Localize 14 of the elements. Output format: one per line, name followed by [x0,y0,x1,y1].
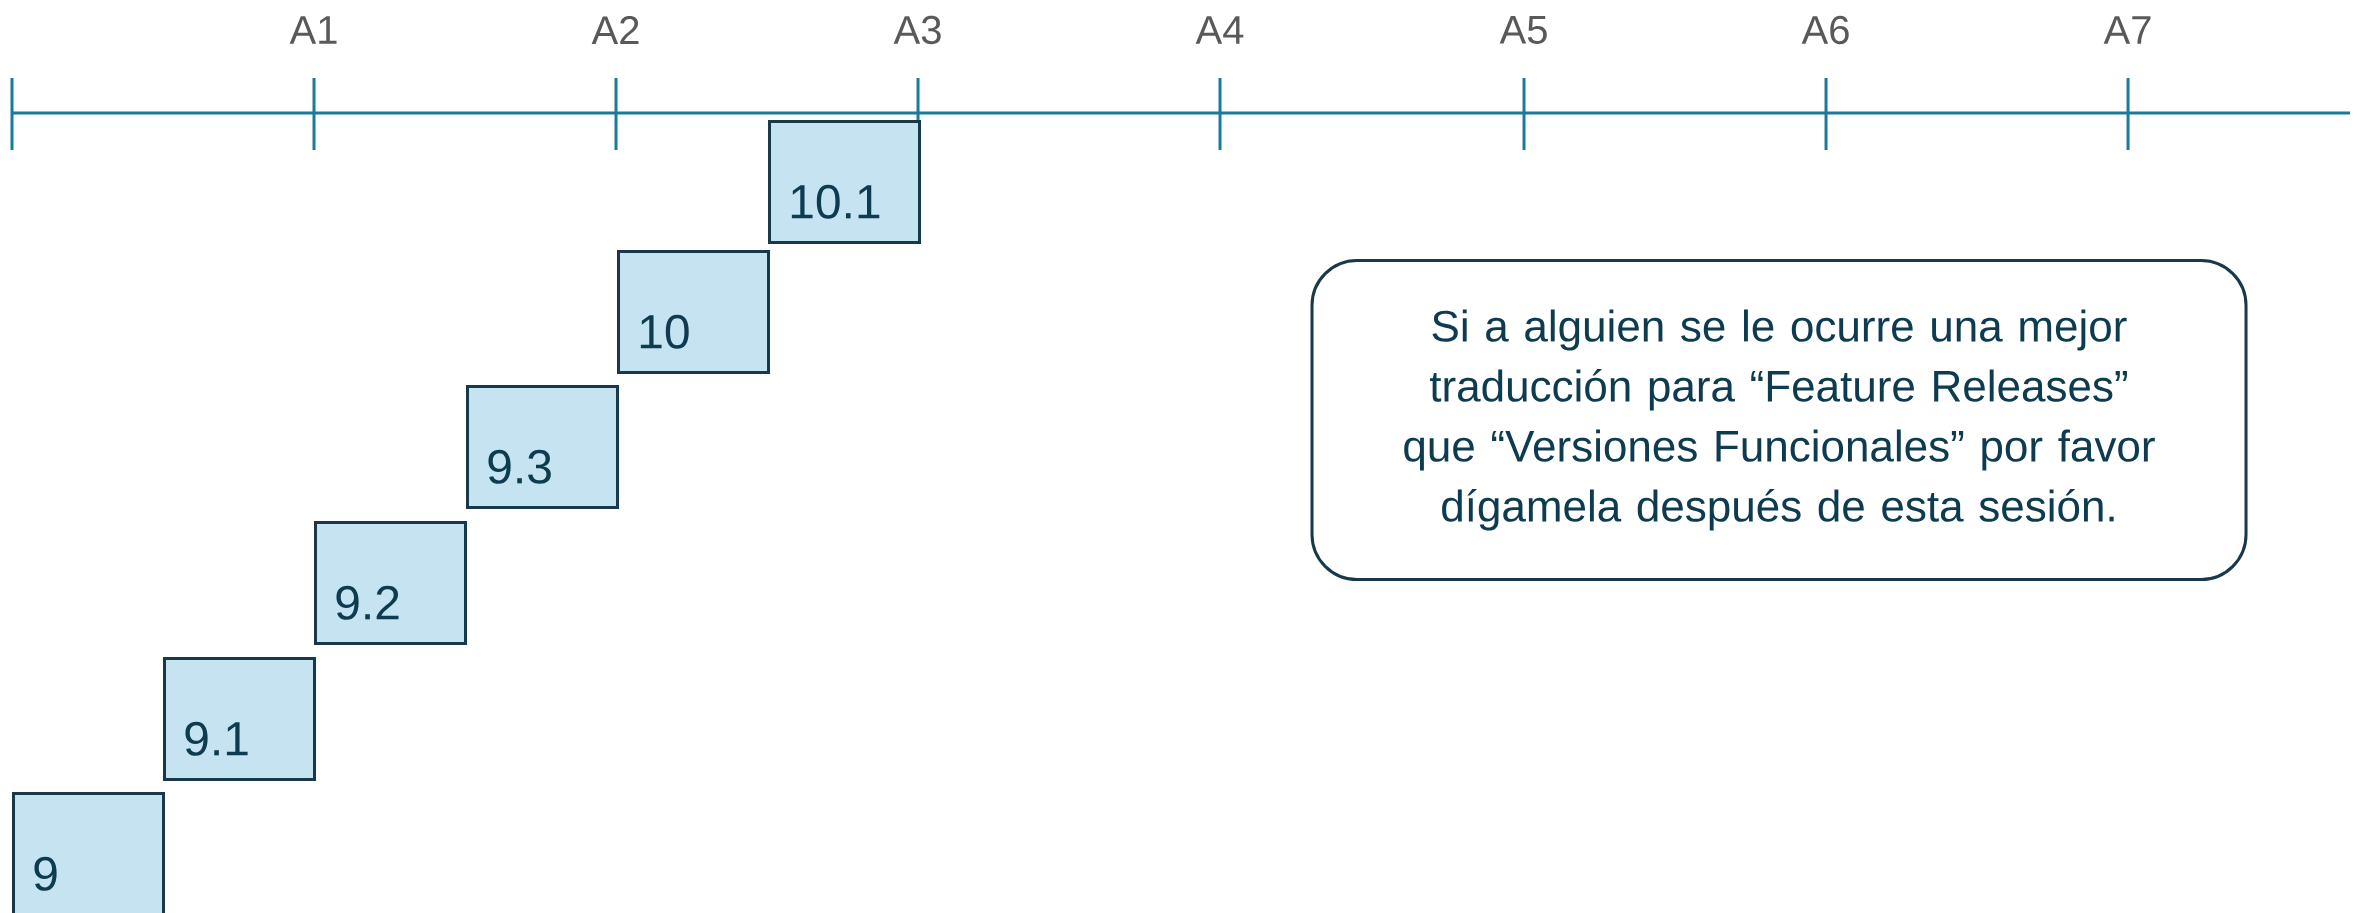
axis-label: A2 [591,16,639,44]
axis-label: A6 [1801,15,1849,45]
version-box: 9.1 [163,657,316,781]
version-box: 9 [12,792,165,913]
axis-label: A7 [2103,16,2151,44]
note-box: Si a alguien se le ocurre una mejor traducción para “Feature Releases” que “Versiones Funcionales” por favor dígamela después de esta sesión. [1310,259,2248,581]
axis-label: A4 [1195,16,1244,44]
axis-label: A5 [1499,16,1547,44]
version-box: 9.2 [314,521,467,645]
version-box: 9.3 [466,385,619,509]
version-box: 10 [617,250,770,374]
axis-label: A1 [289,16,337,44]
axis-label: A3 [893,15,941,45]
version-box: 10.1 [768,120,921,244]
